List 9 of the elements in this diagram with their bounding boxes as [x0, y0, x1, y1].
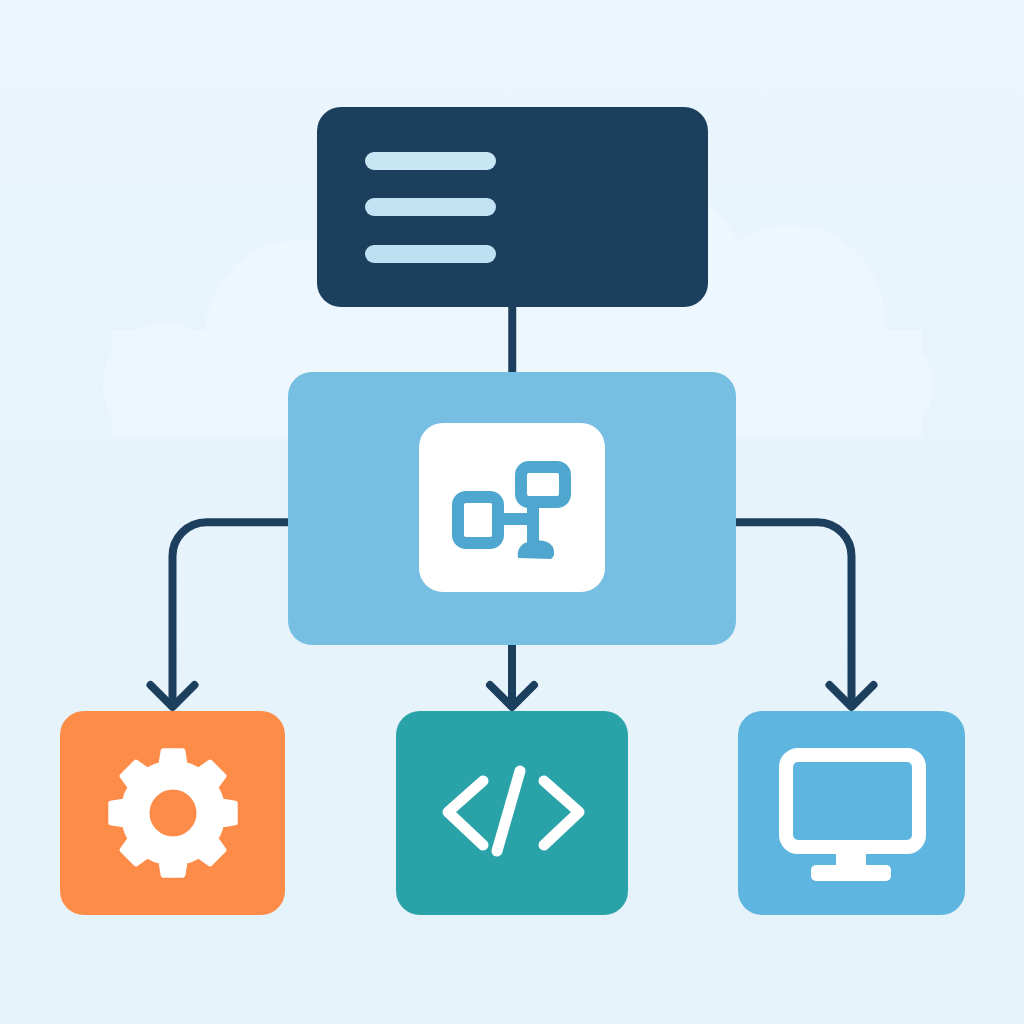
connector-line	[508, 307, 517, 372]
arrow	[146, 518, 288, 711]
hub-panel	[288, 372, 736, 645]
top-panel	[317, 107, 708, 307]
arrow	[736, 518, 878, 711]
code-tile	[396, 711, 628, 915]
display-tile	[738, 711, 965, 915]
settings-tile	[60, 711, 285, 915]
arrow	[486, 645, 538, 711]
